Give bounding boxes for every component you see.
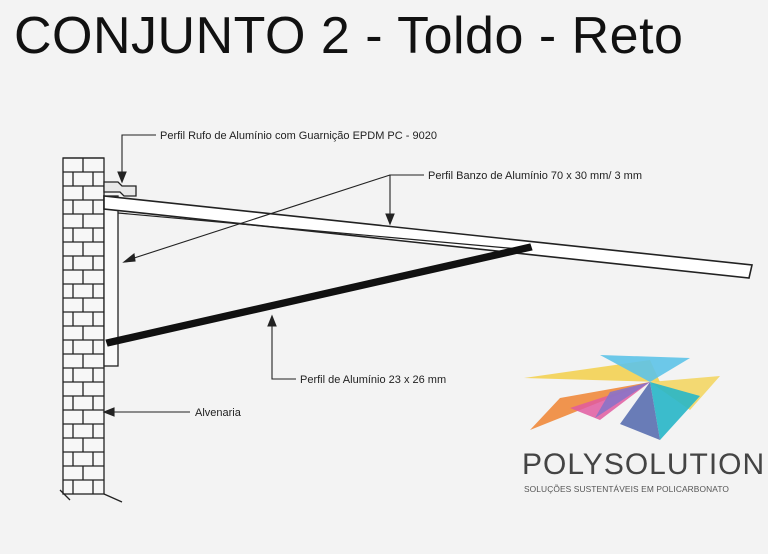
perfil-label: Perfil de Alumínio 23 x 26 mm	[300, 374, 446, 386]
brand-tagline: SOLUÇÕES SUSTENTÁVEIS EM POLICARBONATO	[524, 484, 729, 494]
polysolution-logo-icon	[524, 355, 720, 440]
rufo-label: Perfil Rufo de Alumínio com Guarnição EP…	[160, 130, 437, 142]
diagonal-strut	[105, 243, 533, 347]
alvenaria-label: Alvenaria	[195, 407, 242, 419]
leader-lines	[102, 134, 424, 417]
banzo-label: Perfil Banzo de Alumínio 70 x 30 mm/ 3 m…	[428, 170, 642, 182]
masonry-wall	[59, 157, 123, 503]
brand-name: POLYSOLUTION	[522, 448, 766, 481]
inner-chord-line	[117, 212, 531, 251]
top-chord-profile	[103, 195, 753, 279]
page-title: CONJUNTO 2 - Toldo - Reto	[14, 7, 684, 65]
rufo-flashing	[103, 181, 137, 197]
